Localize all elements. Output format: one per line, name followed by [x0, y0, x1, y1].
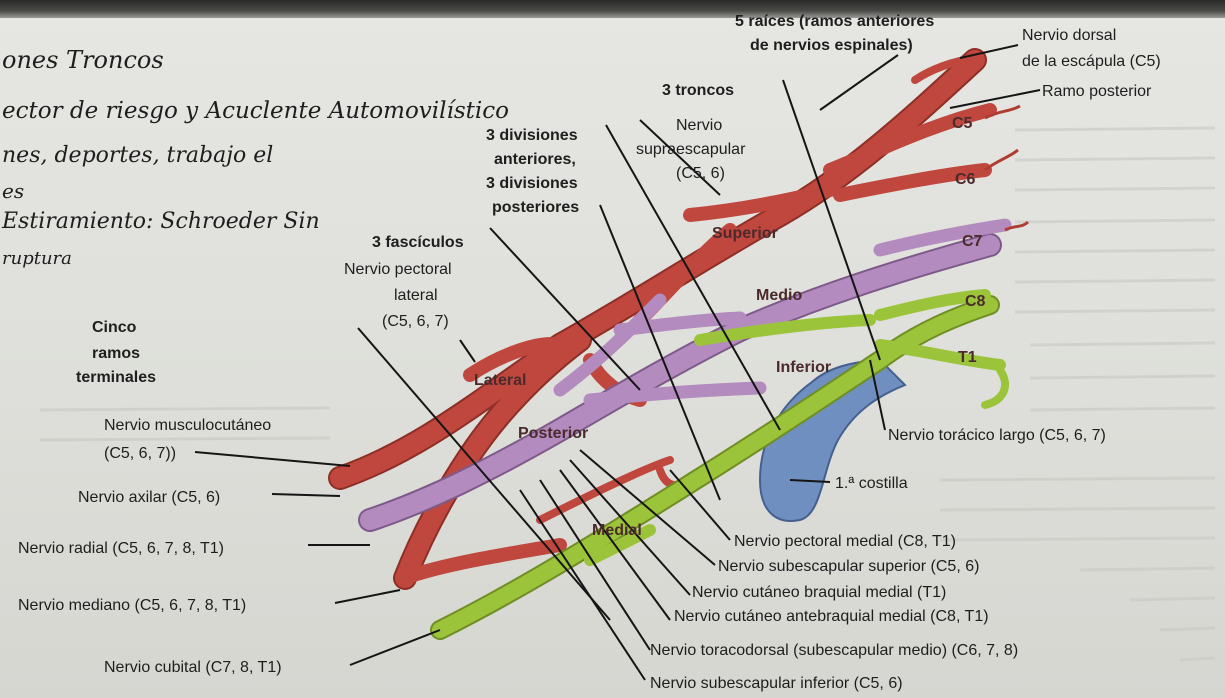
label-mediano: Nervio mediano (C5, 6, 7, 8, T1)	[18, 597, 246, 614]
label-toracico-largo: Nervio torácico largo (C5, 6, 7)	[888, 427, 1106, 444]
header-fasciculos: 3 fascículos	[372, 234, 464, 251]
label-cutaneo-braquial: Nervio cutáneo braquial medial (T1)	[692, 584, 946, 601]
label-pectoral-lateral-2: lateral	[394, 287, 438, 304]
label-pectoral-medial: Nervio pectoral medial (C8, T1)	[734, 533, 956, 550]
root-label-c5: C5	[952, 115, 973, 132]
handwritten-note-5: Estiramiento: Schroeder Sin	[1, 209, 320, 234]
label-subescapular-superior: Nervio subescapular superior (C5, 6)	[718, 558, 979, 575]
root-label-c7: C7	[962, 233, 983, 250]
label-costilla: 1.ª costilla	[835, 475, 908, 492]
label-dorsal-escapula-1: Nervio dorsal	[1022, 27, 1116, 44]
trunk-label-medio: Medio	[756, 287, 802, 304]
header-divisiones-3: 3 divisiones	[486, 175, 578, 192]
label-axilar: Nervio axilar (C5, 6)	[78, 489, 220, 506]
header-divisiones-1: 3 divisiones	[486, 127, 578, 144]
label-radial: Nervio radial (C5, 6, 7, 8, T1)	[18, 540, 224, 557]
label-toracodorsal: Nervio toracodorsal (subescapular medio)…	[650, 642, 1018, 659]
handwritten-note-6: ruptura	[2, 248, 72, 269]
handwritten-note-1: ones Troncos	[2, 46, 164, 74]
header-ramos-3: terminales	[76, 369, 156, 386]
label-cutaneo-antebraquial: Nervio cutáneo antebraquial medial (C8, …	[674, 608, 989, 625]
label-pectoral-lateral-1: Nervio pectoral	[344, 261, 452, 278]
handwritten-note-2: ector de riesgo y Acuclente Automovilíst…	[2, 98, 509, 124]
root-label-t1: T1	[958, 349, 977, 366]
label-supraescapular-2: supraescapular	[636, 141, 746, 158]
header-troncos: 3 troncos	[662, 82, 734, 99]
header-divisiones-2: anteriores,	[494, 151, 576, 168]
handwritten-note-3: nes, deportes, trabajo el	[2, 143, 273, 168]
trunk-label-inferior: Inferior	[776, 359, 831, 376]
root-label-c6: C6	[955, 171, 976, 188]
label-supraescapular-1: Nervio	[676, 117, 722, 134]
label-musculocutaneo-2: (C5, 6, 7))	[104, 445, 176, 462]
label-musculocutaneo-1: Nervio musculocutáneo	[104, 417, 271, 434]
header-ramos-2: ramos	[92, 345, 140, 362]
label-supraescapular-3: (C5, 6)	[676, 165, 725, 182]
label-subescapular-inferior: Nervio subescapular inferior (C5, 6)	[650, 675, 903, 692]
trunk-label-superior: Superior	[712, 225, 778, 242]
cord-label-lateral: Lateral	[474, 372, 526, 389]
label-dorsal-escapula-2: de la escápula (C5)	[1022, 53, 1161, 70]
header-divisiones-4: posteriores	[492, 199, 579, 216]
header-raices-2: de nervios espinales)	[750, 37, 913, 54]
label-cubital: Nervio cubital (C7, 8, T1)	[104, 659, 282, 676]
handwritten-note-4: es	[2, 179, 24, 203]
header-raices-1: 5 raíces (ramos anteriores	[735, 13, 934, 30]
label-pectoral-lateral-3: (C5, 6, 7)	[382, 313, 449, 330]
header-ramos-1: Cinco	[92, 319, 137, 336]
cord-label-posterior: Posterior	[518, 425, 588, 442]
cord-label-medial: Medial	[592, 522, 642, 539]
root-label-c8: C8	[965, 293, 986, 310]
label-ramo-posterior: Ramo posterior	[1042, 83, 1152, 100]
